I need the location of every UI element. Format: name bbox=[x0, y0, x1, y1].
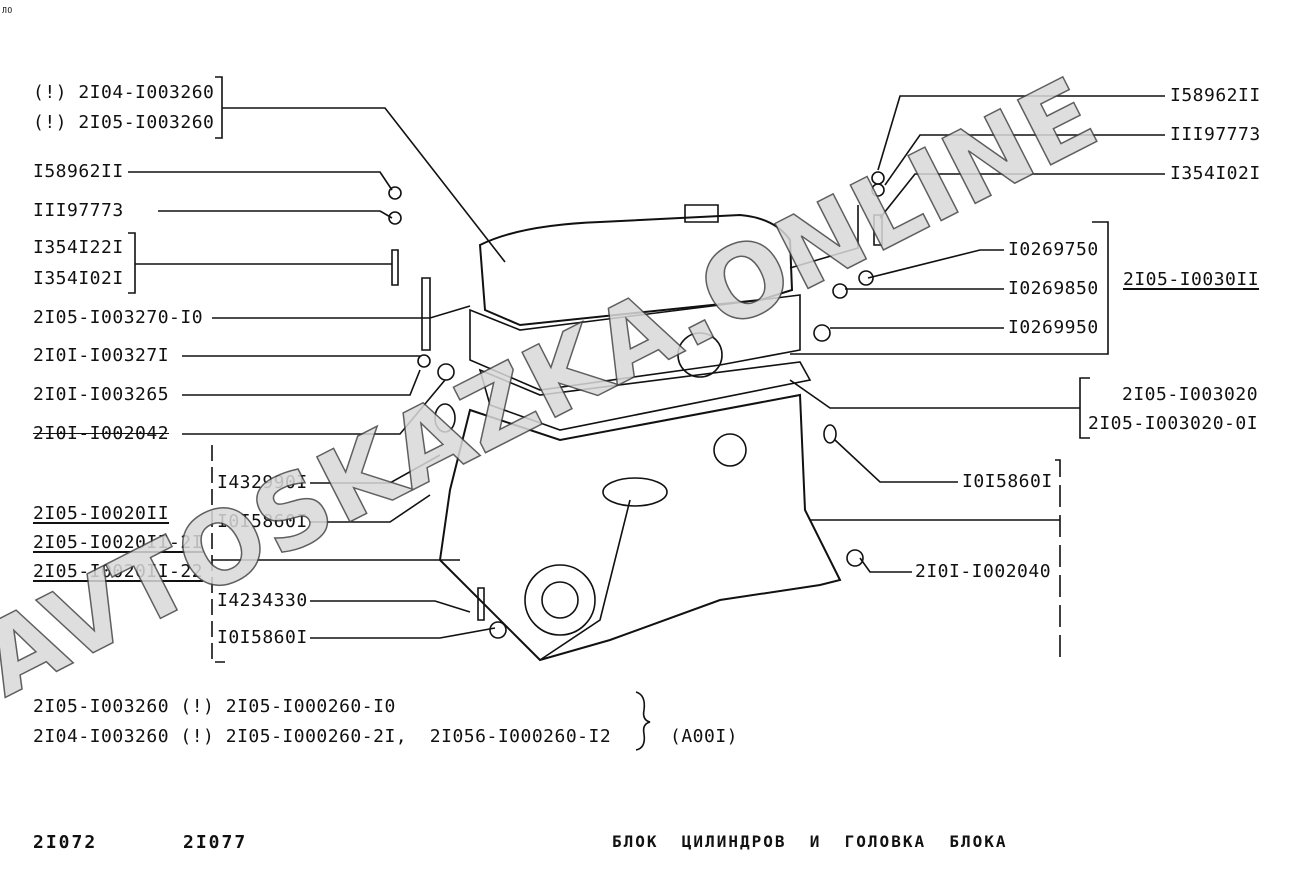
head-gasket bbox=[478, 361, 812, 431]
part-label: 2I0I-I00327I bbox=[33, 345, 170, 366]
washer bbox=[388, 211, 402, 225]
head-assembly-label: 2I05-I0030II bbox=[1123, 269, 1260, 290]
part-label: I58962II bbox=[33, 161, 124, 182]
part-label: (!) 2I05-I003260 bbox=[33, 112, 215, 133]
part-label: I0269950 bbox=[1008, 317, 1099, 338]
leader-line bbox=[859, 557, 912, 573]
head-bracket bbox=[790, 221, 1109, 355]
plug bbox=[489, 621, 507, 639]
head-boss bbox=[677, 332, 723, 378]
block-assembly-label: 2I05-I0020II bbox=[33, 503, 170, 524]
part-label: I4234330 bbox=[217, 590, 308, 611]
part-label: I0I5860I bbox=[962, 471, 1053, 492]
valve-cover bbox=[478, 213, 794, 327]
gasket-bracket bbox=[789, 377, 1090, 439]
crank-seal-housing bbox=[524, 564, 596, 636]
part-label: I354I02I bbox=[33, 268, 124, 289]
part-label: 2I05-I003020-0I bbox=[1088, 413, 1259, 434]
model-number: 2I072 bbox=[33, 832, 98, 853]
leader-line bbox=[877, 95, 1165, 171]
leader-line bbox=[834, 439, 958, 483]
notes-brace bbox=[635, 691, 651, 751]
part-label: I354I02I bbox=[1170, 163, 1261, 184]
leader-line bbox=[310, 600, 471, 613]
washer bbox=[871, 183, 885, 197]
right-bracket bbox=[1055, 459, 1061, 660]
washer bbox=[417, 354, 431, 368]
crank-seal-bore bbox=[541, 581, 579, 619]
leader-line bbox=[182, 369, 421, 396]
bolt bbox=[477, 587, 485, 621]
leader-line bbox=[879, 173, 1165, 219]
leader-line bbox=[212, 305, 471, 319]
leader-line bbox=[128, 171, 393, 191]
note-suffix: (A00I) bbox=[670, 726, 739, 747]
part-label: (!) 2I04-I003260 bbox=[33, 82, 215, 103]
nut bbox=[388, 186, 402, 200]
model-number: 2I077 bbox=[183, 832, 248, 853]
leader-line bbox=[310, 627, 496, 639]
part-label: I58962II bbox=[1170, 85, 1261, 106]
part-label: I0I5860I bbox=[217, 511, 308, 532]
block-assembly-label: 2I05-I0020II-2I bbox=[33, 532, 204, 553]
leader-line bbox=[310, 494, 431, 523]
bushing bbox=[813, 324, 831, 342]
cylinder-head bbox=[469, 294, 801, 391]
bushing bbox=[832, 283, 848, 299]
part-label: I0269850 bbox=[1008, 278, 1099, 299]
block-edge bbox=[539, 499, 631, 661]
bushing bbox=[437, 363, 455, 381]
part-label: I354I22I bbox=[33, 237, 124, 258]
dowel bbox=[846, 549, 864, 567]
part-label: 2I0I-I003265 bbox=[33, 384, 170, 405]
leader-line bbox=[884, 134, 1165, 186]
plug bbox=[434, 403, 456, 433]
part-label: 2I05-I003270-I0 bbox=[33, 307, 204, 328]
part-label: I432990I bbox=[217, 472, 308, 493]
diagram-title: БЛОК ЦИЛИНДРОВ И ГОЛОВКА БЛОКА bbox=[612, 832, 1008, 851]
group-bracket bbox=[211, 445, 225, 663]
part-label: I0I5860I bbox=[217, 627, 308, 648]
corner-mark: ЛО bbox=[2, 6, 13, 15]
block-assembly-label: 2I05-I0020II-22 bbox=[33, 561, 204, 582]
leader-line bbox=[867, 249, 1004, 279]
head-bolt bbox=[421, 277, 431, 351]
part-label: 2I05-I003020 bbox=[1122, 384, 1259, 405]
oil-filter-mount bbox=[602, 477, 668, 507]
stud bbox=[391, 249, 399, 286]
oil-filler-cap bbox=[684, 204, 719, 223]
part-label: 2I0I-I002040 bbox=[915, 561, 1052, 582]
leader-line bbox=[182, 379, 446, 435]
leader-line bbox=[789, 205, 859, 269]
plug bbox=[823, 424, 837, 444]
part-label: 2I0I-I002042 bbox=[33, 423, 170, 444]
leader-line bbox=[310, 454, 441, 484]
leader-line bbox=[128, 232, 392, 294]
part-label: I0269750 bbox=[1008, 239, 1099, 260]
bushing bbox=[858, 270, 874, 286]
part-label: III97773 bbox=[1170, 124, 1261, 145]
stud bbox=[873, 214, 883, 246]
leader-line bbox=[215, 76, 506, 263]
part-label: III97773 bbox=[33, 200, 124, 221]
note-line: 2I05-I003260 (!) 2I05-I000260-I0 bbox=[33, 696, 396, 717]
block-boss bbox=[713, 433, 747, 467]
cylinder-block bbox=[438, 393, 842, 662]
note-line: 2I04-I003260 (!) 2I05-I000260-2I, 2I056-… bbox=[33, 726, 612, 747]
leader-line bbox=[158, 210, 393, 219]
